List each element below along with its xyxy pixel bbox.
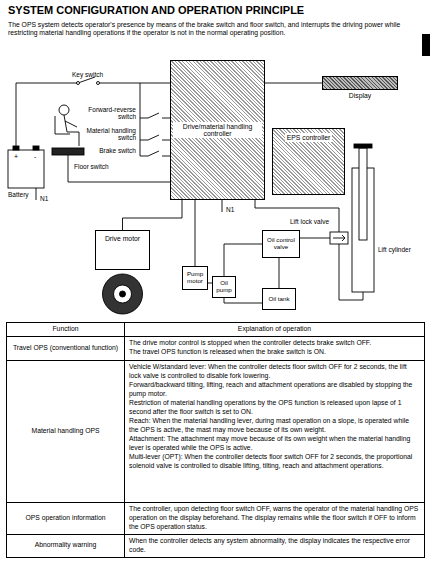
drive-wheel [103, 274, 143, 314]
floor-switch-pedal [52, 148, 84, 155]
switch-contact [97, 82, 100, 85]
display-box: Display [322, 76, 398, 90]
table-text: The controller, upon detecting floor swi… [129, 505, 420, 532]
controller-box: Drive/material handling controller [170, 60, 265, 200]
table-text: Reach: When the material handling lever,… [129, 417, 420, 435]
material-handling-switch-symbol [140, 135, 170, 140]
table-cell: Vehicle W/standard lever: When the contr… [125, 361, 425, 503]
table-cell: The controller, upon detecting floor swi… [125, 503, 425, 535]
table-text: OPS operation information [25, 514, 105, 523]
table-text: Forward/backward tilting, lifting, reach… [129, 381, 420, 399]
wire-connector [265, 83, 322, 84]
motor-box: Pump motor [182, 266, 208, 290]
wire-connector [279, 258, 280, 288]
table-cell: Function [7, 323, 125, 337]
node-label: Pump motor [185, 271, 205, 285]
battery-terminal [33, 146, 39, 150]
section-tab [422, 34, 430, 56]
operator-figure [55, 115, 79, 146]
table-header: Function [52, 325, 78, 334]
table-text: When the controller detects any system a… [129, 537, 420, 555]
pump-box: Oil pump [212, 276, 236, 298]
table-cell: When the controller detects any system a… [125, 535, 425, 558]
table-cell: Travel OPS (conventional function) [7, 337, 125, 361]
part-name: Lift lock valve [290, 218, 329, 225]
forward-reverse-switch-symbol [140, 113, 170, 118]
part-name: Material handling switch [86, 127, 136, 142]
table-text: Material handling OPS [31, 427, 99, 436]
wire [255, 200, 339, 232]
part-name: Brake switch [86, 147, 136, 154]
table-text: Travel OPS (conventional function) [13, 344, 118, 353]
lift-lock-valve-symbol [333, 235, 345, 241]
node-label: Drive motor [105, 235, 140, 242]
part-name: Key switch [72, 71, 103, 78]
wire [222, 200, 223, 212]
wire-connector [195, 200, 196, 266]
table-cell: Explanation of operation [125, 323, 425, 337]
wire [140, 83, 141, 156]
battery-symbol [8, 150, 44, 188]
table-cell: Abnormality warning [7, 535, 125, 558]
intro-note: The OPS system detects operator's presen… [8, 21, 422, 37]
node-label: Oil control valve [265, 237, 297, 251]
signal-name: N1 [226, 206, 234, 213]
table-text: The travel OPS function is released when… [129, 348, 420, 357]
part-name: Battery [8, 191, 29, 198]
terminal-sign: - [34, 153, 36, 161]
lift-lock-valve-symbol [330, 232, 348, 244]
node-label: Oil tank [269, 296, 290, 303]
table-text: Multi-lever (OPT): When the controller d… [129, 453, 420, 471]
battery-terminal [13, 146, 19, 150]
table-cell: Material handling OPS [7, 361, 125, 503]
table-text: Attachment: The attachment may move beca… [129, 435, 420, 453]
part-name: Floor switch [74, 163, 109, 170]
lift-cylinder-rod [359, 148, 367, 240]
function-table: Function Explanation of operationTravel O… [6, 322, 425, 558]
part-name: Lift cylinder [378, 246, 411, 253]
lift-cylinder-rod [354, 144, 372, 148]
table-text: Vehicle W/standard lever: When the contr… [129, 363, 420, 381]
table-cell: The drive motor control is stopped when … [125, 337, 425, 361]
motor-box: Drive motor [95, 230, 150, 270]
wire [16, 83, 78, 146]
table-text: The drive motor control is stopped when … [129, 339, 420, 348]
drive-wheel [120, 291, 126, 297]
table-text: Abnormality warning [35, 541, 97, 550]
wire-connector [224, 244, 262, 276]
operator-figure [59, 105, 69, 115]
wire-connector [123, 200, 183, 230]
node-label: EPS controller [285, 133, 332, 142]
brake-switch-symbol [140, 151, 170, 156]
part-name: Forward-reverse switch [86, 106, 136, 121]
node-label: Oil pump [215, 280, 233, 294]
drive-wheel [114, 285, 132, 303]
wire [100, 83, 171, 84]
node-label: Display [349, 92, 371, 99]
signal-name: N1 [40, 195, 48, 202]
terminal-sign: + [14, 153, 18, 161]
wire [68, 155, 170, 182]
controller-box: EPS controller [272, 128, 345, 195]
valve-box: Oil control valve [262, 230, 300, 258]
table-cell: OPS operation information [7, 503, 125, 535]
wire [36, 188, 37, 200]
tank-box: Oil tank [262, 288, 296, 310]
table-header: Explanation of operation [238, 325, 311, 334]
page-title: SYSTEM CONFIGURATION AND OPERATION PRINC… [8, 4, 304, 17]
switch-contact [77, 82, 80, 85]
node-label: Drive/material handling controller [173, 122, 262, 139]
table-text: Restriction of material handling operati… [129, 399, 420, 417]
